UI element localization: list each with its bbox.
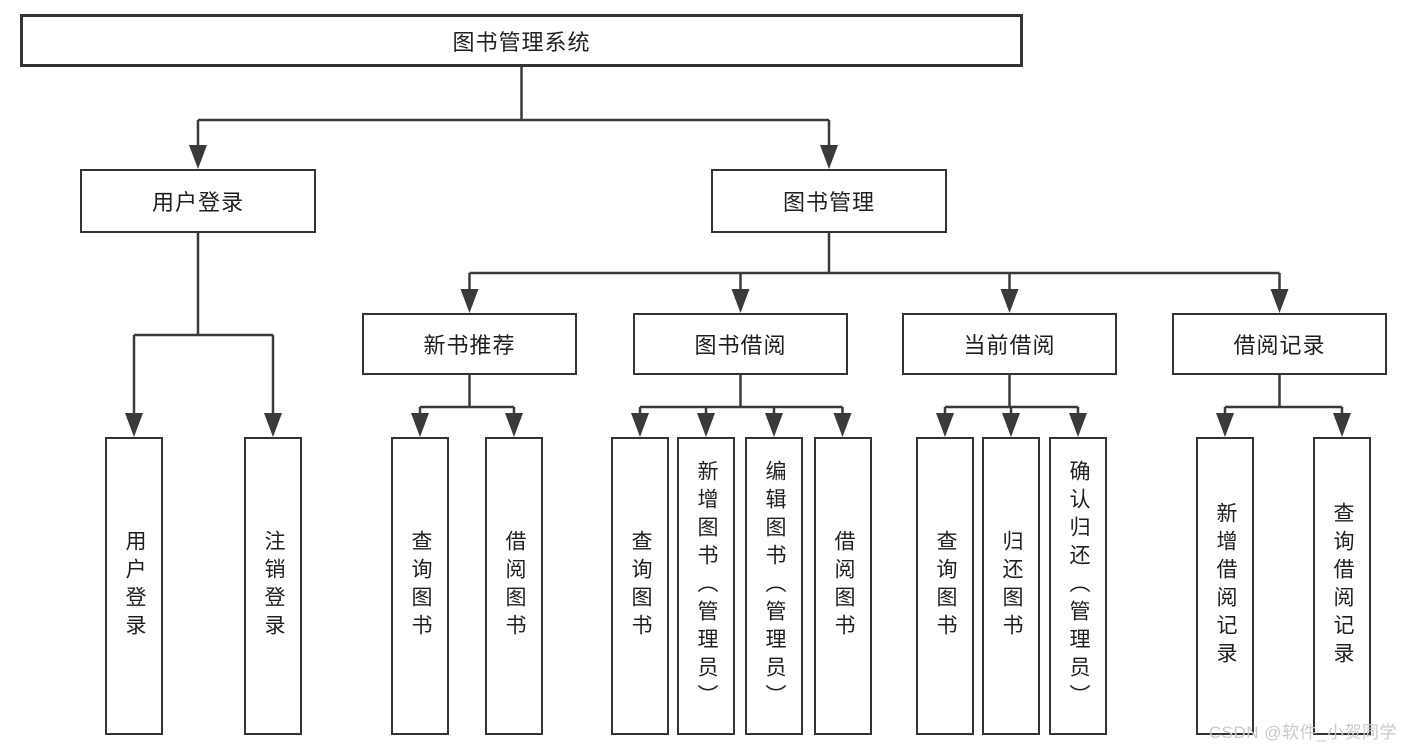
connector-currentborrow-to-leaves	[943, 375, 1080, 414]
node-leaf-add-borrow-record: 新增借阅记录	[1196, 437, 1254, 735]
node-user-login: 用户登录	[80, 169, 316, 233]
node-leaf-add-book-admin: 新增图书（管理员）	[677, 437, 735, 735]
watermark: CSDN @软件_小贺同学	[1208, 723, 1397, 742]
node-library-management-system: 图书管理系统	[20, 14, 1023, 67]
arrowheads	[125, 145, 1351, 437]
node-leaf-user-login: 用户登录	[105, 437, 163, 735]
node-leaf-query-borrow-record: 查询借阅记录	[1313, 437, 1371, 735]
node-new-book-recommendation: 新书推荐	[362, 313, 577, 375]
node-leaf-query-books-rec: 查询图书	[391, 437, 449, 735]
node-leaf-return-book: 归还图书	[982, 437, 1040, 735]
node-leaf-query-books-current: 查询图书	[916, 437, 974, 735]
connector-newbookrec-to-leaves	[418, 375, 516, 414]
node-borrowing-records: 借阅记录	[1172, 313, 1387, 375]
node-leaf-logout: 注销登录	[244, 437, 302, 735]
node-book-borrowing: 图书借阅	[633, 313, 848, 375]
node-leaf-query-books-borrow: 查询图书	[611, 437, 669, 735]
connector-borrowrecords-to-leaves	[1223, 375, 1344, 414]
node-book-management: 图书管理	[711, 169, 947, 233]
node-leaf-edit-book-admin: 编辑图书（管理员）	[745, 437, 803, 735]
node-leaf-borrow-books-rec: 借阅图书	[485, 437, 543, 735]
connector-bookmgmt-to-level3	[468, 233, 1281, 290]
node-current-borrowing: 当前借阅	[902, 313, 1117, 375]
node-leaf-confirm-return-admin: 确认归还（管理员）	[1049, 437, 1107, 735]
node-leaf-borrow-books-borrow: 借阅图书	[814, 437, 872, 735]
connector-root-to-level2	[196, 67, 831, 146]
connector-userlogin-to-leaves	[132, 233, 275, 414]
connector-bookborrow-to-leaves	[638, 375, 844, 414]
